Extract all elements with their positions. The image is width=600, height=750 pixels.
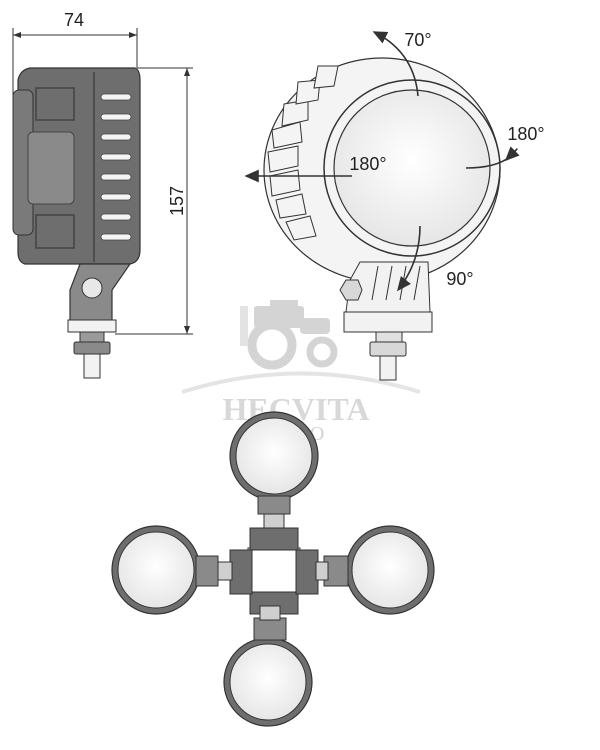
side-view: 74 157 bbox=[12, 10, 193, 379]
tilt-up-arrow bbox=[372, 31, 419, 97]
rotate-right-label: 180° bbox=[507, 124, 544, 144]
rotate-right-arrow bbox=[465, 146, 520, 169]
lamp-right bbox=[315, 525, 435, 615]
lamp-bottom bbox=[223, 605, 313, 727]
mounting-positions bbox=[111, 411, 435, 727]
tilt-down-arrow bbox=[397, 225, 421, 292]
width-label: 74 bbox=[64, 10, 84, 30]
tractor-icon bbox=[240, 300, 338, 370]
rotate-left-label: 180° bbox=[349, 154, 386, 174]
lamp-left bbox=[111, 525, 233, 615]
lamp-top bbox=[229, 411, 319, 529]
tilt-down-label: 90° bbox=[446, 269, 473, 289]
height-label: 157 bbox=[167, 186, 187, 216]
tilt-up-label: 70° bbox=[404, 30, 431, 50]
perspective-view: 70° 180° 180° 90° bbox=[244, 30, 545, 381]
